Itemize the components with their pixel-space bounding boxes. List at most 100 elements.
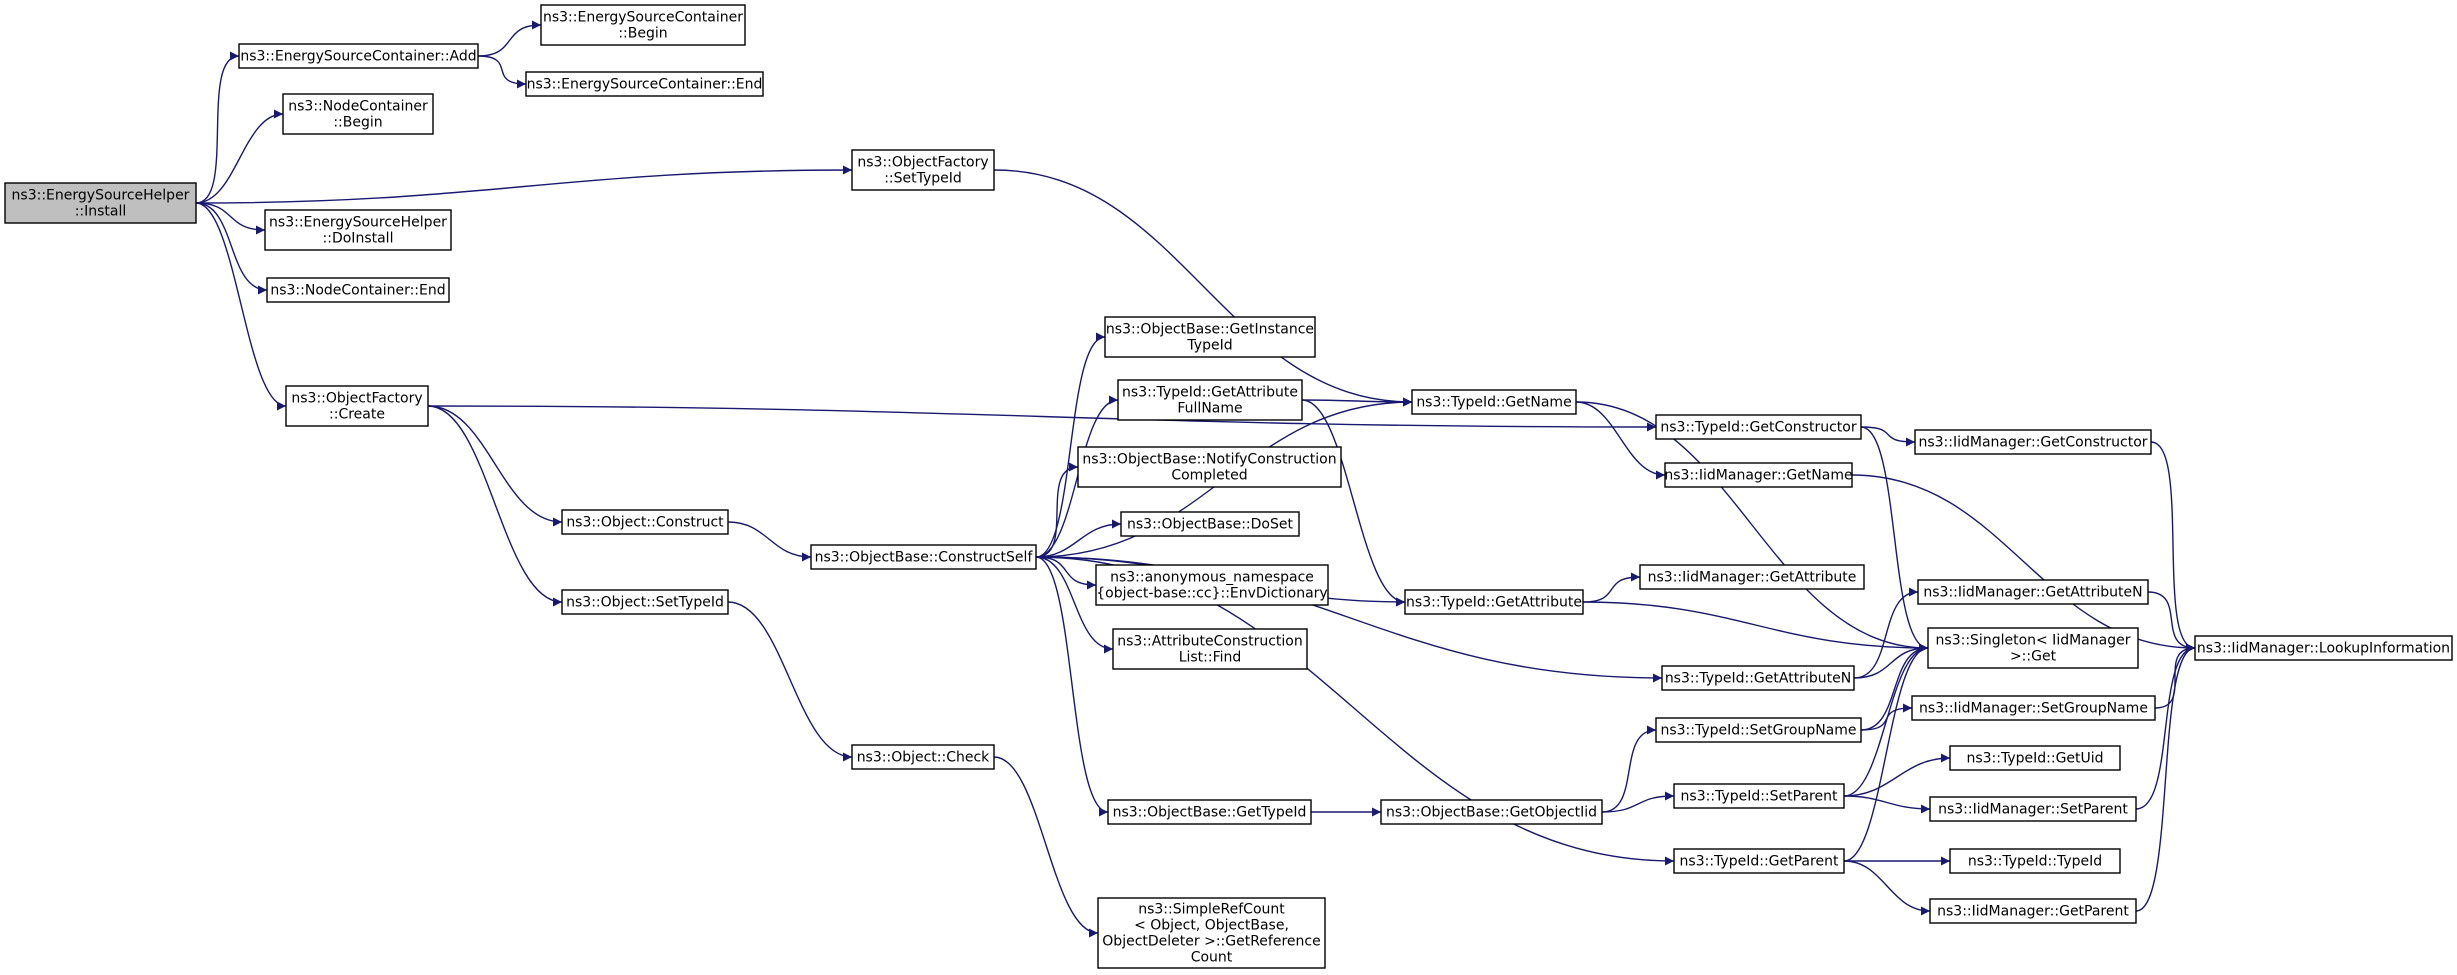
node-obj-check[interactable]: ns3::Object::Check [851,744,995,770]
edge-tid_getattributen-to-singleton_get [1853,643,1929,679]
node-ob-constructself[interactable]: ns3::ObjectBase::ConstructSelf [810,544,1037,570]
node-tid-getname[interactable]: ns3::TypeId::GetName [1411,389,1577,415]
node-label: ns3::Object::SetTypeId [566,595,724,611]
node-label: ns3::Object::Check [857,750,990,766]
node-install[interactable]: ns3::EnergySourceHelper::Install [4,182,197,224]
edge-install-to-nc_begin [195,109,284,204]
node-label: ns3::TypeId::GetAttributeN [1665,671,1851,687]
edge-ob_getobjectiid-to-tid_setgroupname [1601,725,1657,813]
edge-ob_constructself-to-ob_getinstancetypeid [1035,332,1106,558]
node-label: ns3::Object::Construct [566,515,724,531]
node-label: ns3::TypeId::GetParent [1680,854,1839,870]
node-label: ns3::EnergySourceHelper [12,188,190,204]
node-label: ns3::NodeContainer [288,99,428,115]
node-label: >::Get [2010,649,2057,665]
node-label: ns3::SimpleRefCount [1138,902,1285,918]
node-label: TypeId [1186,338,1232,354]
node-label: ns3::TypeId::SetGroupName [1660,723,1856,739]
node-iid-getconstructor[interactable]: ns3::IidManager::GetConstructor [1914,429,2152,455]
edge-iid_getattributen-to-iid_lookup [2147,591,2196,653]
edge-ob_constructself-to-tid_getattributen [1035,556,1663,683]
edge-ob_getobjectiid-to-tid_setparent [1601,791,1675,813]
node-label: ns3::IidManager::GetName [1664,468,1852,484]
edge-tid_getattribute-to-singleton_get [1582,601,1929,653]
node-iid-getparent[interactable]: ns3::IidManager::GetParent [1929,898,2137,924]
node-label: ns3::ObjectBase::GetTypeId [1113,805,1307,821]
edge-tid_getattrfullname-to-tid_getattribute [1301,399,1406,607]
edge-tid_getattrfullname-to-tid_getname [1301,397,1413,407]
node-ob-gettypeid[interactable]: ns3::ObjectBase::GetTypeId [1107,799,1312,825]
node-tid-setgroupname[interactable]: ns3::TypeId::SetGroupName [1655,717,1862,743]
node-label: List::Find [1179,650,1242,666]
node-tid-getconstructor[interactable]: ns3::TypeId::GetConstructor [1655,414,1862,440]
edge-esc_add-to-esc_end [477,55,527,89]
node-ob-doset[interactable]: ns3::ObjectBase::DoSet [1120,511,1300,537]
node-label: ns3::IidManager::GetAttributeN [1923,585,2142,601]
node-esc-end[interactable]: ns3::EnergySourceContainer::End [525,71,764,97]
node-label: ns3::anonymous_namespace [1110,570,1314,586]
node-label: ns3::TypeId::GetName [1416,395,1571,411]
node-tid-getparent[interactable]: ns3::TypeId::GetParent [1673,848,1845,874]
node-tid-getattributen[interactable]: ns3::TypeId::GetAttributeN [1661,665,1855,691]
node-nc-begin[interactable]: ns3::NodeContainer::Begin [282,93,434,135]
node-anon-envdict[interactable]: ns3::anonymous_namespace{object-base::cc… [1095,564,1329,606]
node-label: ns3::EnergySourceContainer::Add [240,49,476,65]
node-label: < Object, ObjectBase, [1134,918,1289,934]
node-label: ns3::EnergySourceContainer [543,10,743,26]
node-label: ::Install [75,204,127,220]
node-label: ns3::IidManager::GetAttribute [1648,570,1857,586]
node-label: ns3::IidManager::GetParent [1937,904,2129,920]
node-ob-notify[interactable]: ns3::ObjectBase::NotifyConstructionCompl… [1077,446,1342,488]
edge-tid_getparent-to-singleton_get [1843,643,1929,862]
edge-tid_getattribute-to-iid_getattribute [1582,572,1641,603]
node-label: ns3::ObjectBase::NotifyConstruction [1082,452,1336,468]
node-tid-getattribute[interactable]: ns3::TypeId::GetAttribute [1404,589,1584,615]
node-label: ns3::IidManager::SetGroupName [1919,701,2148,717]
edge-iid_setparent-to-iid_lookup [2135,643,2196,810]
edge-ob_constructself-to-acl_find [1035,556,1114,654]
node-label: ns3::TypeId::GetAttribute [1406,595,1582,611]
node-label: ::Begin [618,26,667,42]
node-label: ObjectDeleter >::GetReference [1102,934,1320,950]
node-iid-lookup[interactable]: ns3::IidManager::LookupInformation [2194,635,2453,661]
node-label: Completed [1171,468,1247,484]
edge-tid_setparent-to-iid_setparent [1843,795,1931,814]
edge-install-to-of_create [195,202,287,411]
node-esc-begin[interactable]: ns3::EnergySourceContainer::Begin [540,4,746,46]
node-esh-doinstall[interactable]: ns3::EnergySourceHelper::DoInstall [264,209,452,251]
node-iid-getattribute[interactable]: ns3::IidManager::GetAttribute [1639,564,1865,590]
edge-obj_check-to-srefc [993,756,1099,938]
node-singleton-get[interactable]: ns3::Singleton< IidManager>::Get [1927,627,2139,669]
node-iid-setgroupname[interactable]: ns3::IidManager::SetGroupName [1911,695,2156,721]
node-iid-getattributen[interactable]: ns3::IidManager::GetAttributeN [1917,579,2149,605]
node-iid-setparent[interactable]: ns3::IidManager::SetParent [1929,796,2137,822]
edge-of_create-to-obj_construct [427,405,563,527]
edge-iid_getname-to-iid_lookup [1851,474,2196,653]
edge-of_settypeid-to-tid_getname [993,169,1413,407]
edge-tid_getname-to-iid_getname [1575,401,1666,480]
node-label: ns3::ObjectFactory [291,391,422,407]
node-ob-getobjectiid[interactable]: ns3::ObjectBase::GetObjectIid [1380,799,1603,825]
node-nc-end[interactable]: ns3::NodeContainer::End [266,277,450,303]
node-srefc[interactable]: ns3::SimpleRefCount< Object, ObjectBase,… [1097,897,1326,969]
node-obj-settypeid[interactable]: ns3::Object::SetTypeId [561,589,729,615]
node-tid-setparent[interactable]: ns3::TypeId::SetParent [1673,783,1845,809]
node-of-create[interactable]: ns3::ObjectFactory::Create [285,385,429,427]
node-label: ::Begin [333,115,382,131]
node-iid-getname[interactable]: ns3::IidManager::GetName [1664,462,1853,488]
node-esc-add[interactable]: ns3::EnergySourceContainer::Add [238,43,479,69]
node-label: ns3::ObjectBase::GetInstance [1106,322,1314,338]
edge-ob_constructself-to-ob_doset [1035,519,1122,558]
node-tid-getuid[interactable]: ns3::TypeId::GetUid [1949,745,2121,771]
node-label: ns3::EnergySourceHelper [269,215,447,231]
node-label: ns3::ObjectBase::GetObjectIid [1386,805,1597,821]
node-label: ns3::ObjectFactory [857,155,988,171]
node-tid-typeid[interactable]: ns3::TypeId::TypeId [1949,848,2121,874]
node-label: Count [1191,950,1233,966]
node-of-settypeid[interactable]: ns3::ObjectFactory::SetTypeId [851,149,995,191]
node-obj-construct[interactable]: ns3::Object::Construct [561,509,729,535]
